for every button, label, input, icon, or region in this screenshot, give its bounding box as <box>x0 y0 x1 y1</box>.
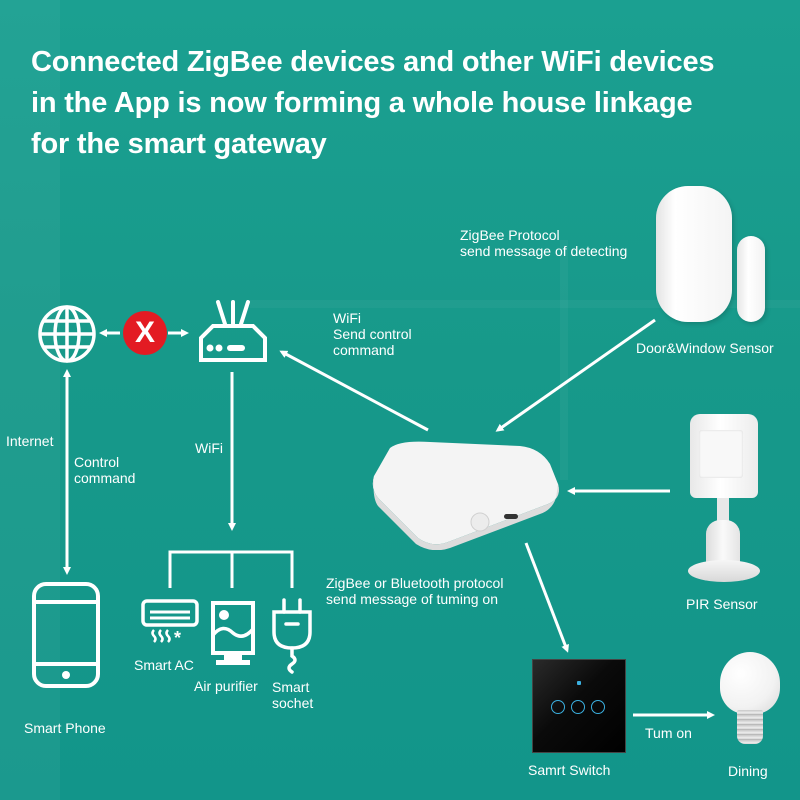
door-sensor-magnet <box>737 236 765 322</box>
label-sensor-gateway: ZigBee Protocol send message of detectin… <box>460 227 627 259</box>
label-router-wifi: WiFi <box>195 440 223 456</box>
switch-led <box>577 681 581 685</box>
label-line: ZigBee or Bluetooth protocol <box>326 575 504 591</box>
label-pir-sensor: PIR Sensor <box>686 596 758 612</box>
label-line: sochet <box>272 695 314 711</box>
label-smart-phone: Smart Phone <box>24 720 106 736</box>
label-gateway-switch: ZigBee or Bluetooth protocol send messag… <box>326 575 503 607</box>
label-control-command: Control command <box>74 454 135 486</box>
label-internet: Internet <box>6 433 54 449</box>
label-line: send message of detecting <box>460 243 628 259</box>
label-line: send message of tuming on <box>326 591 498 607</box>
arrow-sensor-gateway <box>495 318 656 432</box>
pir-sensor-lens <box>699 430 743 478</box>
label-turn-on: Tum on <box>645 725 692 741</box>
air-conditioner-icon: * <box>141 599 199 648</box>
phone-icon <box>32 582 100 688</box>
bg-window-frame <box>560 240 568 480</box>
bulb-glass <box>720 652 780 714</box>
globe-icon <box>38 305 96 363</box>
pir-sensor-base <box>688 560 760 582</box>
arrow-gateway-switch <box>524 542 569 653</box>
plug-icon <box>272 598 312 674</box>
pir-sensor-neck <box>717 498 729 524</box>
label-smart-socket: Smart sochet <box>272 679 313 711</box>
switch-touch-button-1 <box>551 700 565 714</box>
headline-line-3: for the smart gateway <box>31 128 327 160</box>
label-air-purifier: Air purifier <box>194 678 258 694</box>
air-purifier-icon <box>211 601 255 665</box>
label-line: command <box>333 342 395 358</box>
label-gateway-router: WiFi Send control command <box>333 310 412 358</box>
label-line: Send control <box>333 326 412 342</box>
label-line: WiFi <box>333 310 361 326</box>
label-door-window-sensor: Door&Window Sensor <box>636 340 774 356</box>
headline-line-2: in the App is now forming a whole house … <box>31 87 693 119</box>
svg-text:*: * <box>174 628 181 648</box>
smart-switch-panel <box>532 659 626 753</box>
label-smart-switch: Samrt Switch <box>528 762 611 778</box>
gateway-hub <box>372 441 559 550</box>
switch-touch-button-3 <box>591 700 605 714</box>
label-dining: Dining <box>728 763 768 779</box>
headline-line-1: Connected ZigBee devices and other WiFi … <box>31 46 715 78</box>
headline: Connected ZigBee devices and other WiFi … <box>31 42 791 165</box>
door-sensor-main <box>656 186 732 322</box>
label-line: Smart <box>272 679 310 695</box>
label-line: command <box>74 470 136 486</box>
x-mark-icon: X <box>123 311 167 355</box>
label-smart-ac: Smart AC <box>134 657 194 673</box>
label-line: ZigBee Protocol <box>460 227 560 243</box>
bg-window-frame <box>250 300 800 308</box>
arrow-gateway-router <box>279 350 429 432</box>
switch-touch-button-2 <box>571 700 585 714</box>
bulb-screw-base <box>737 710 763 744</box>
bg-curtain <box>0 0 60 800</box>
label-line: Control <box>74 454 120 470</box>
router-icon <box>199 300 267 362</box>
